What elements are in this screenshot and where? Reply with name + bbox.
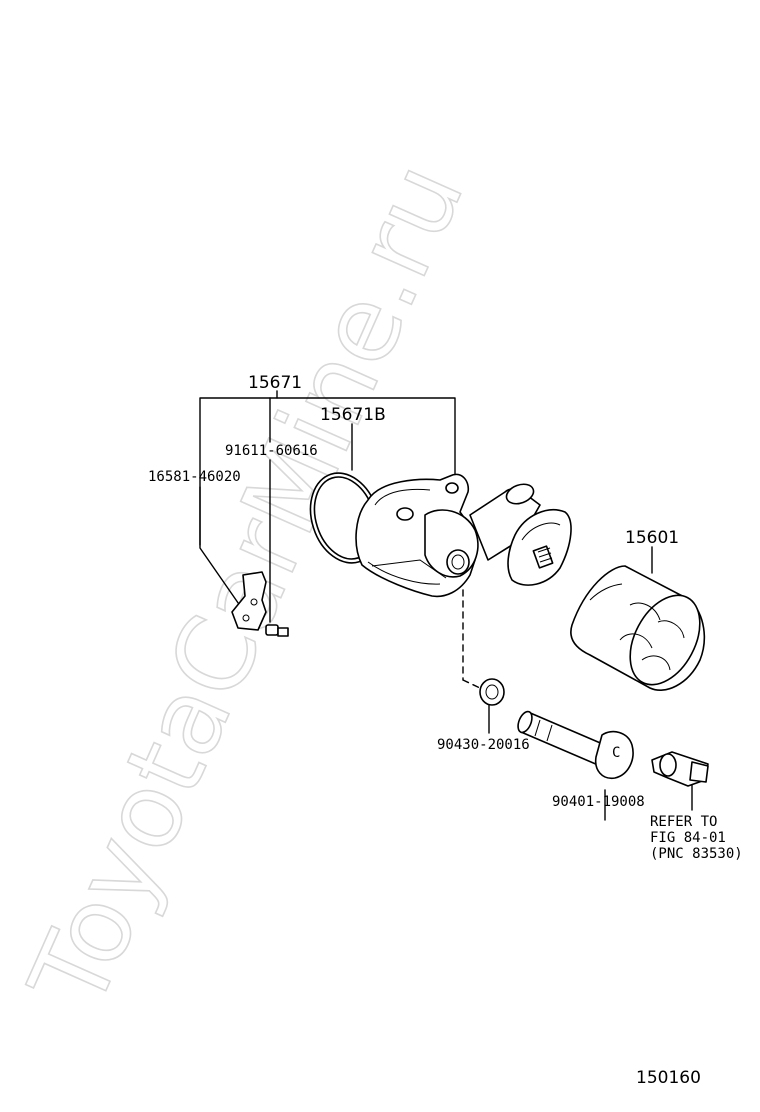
label-91611-60616: 91611-60616 — [225, 443, 318, 459]
label-15671: 15671 — [248, 373, 302, 393]
label-16581-46020: 16581-46020 — [148, 469, 241, 485]
label-15671b: 15671B — [320, 405, 386, 425]
label-refer-line1: REFER TO — [650, 814, 717, 830]
bolt-stamp-c: C — [612, 745, 620, 761]
filter-bracket-assembly — [355, 473, 572, 598]
label-90401-19008: 90401-19008 — [552, 794, 645, 810]
gasket — [479, 678, 505, 706]
label-15601: 15601 — [625, 528, 679, 548]
small-bracket — [231, 571, 267, 631]
oil-filter — [570, 565, 706, 691]
label-refer-line3: (PNC 83530) — [650, 846, 743, 862]
screw — [265, 624, 289, 637]
oil-pressure-switch — [651, 751, 709, 787]
label-refer-line2: FIG 84-01 — [650, 830, 726, 846]
leader-lines — [199, 390, 693, 821]
label-90430-20016: 90430-20016 — [437, 737, 530, 753]
figure-number: 150160 — [636, 1068, 701, 1088]
union-bolt: C — [517, 710, 634, 780]
